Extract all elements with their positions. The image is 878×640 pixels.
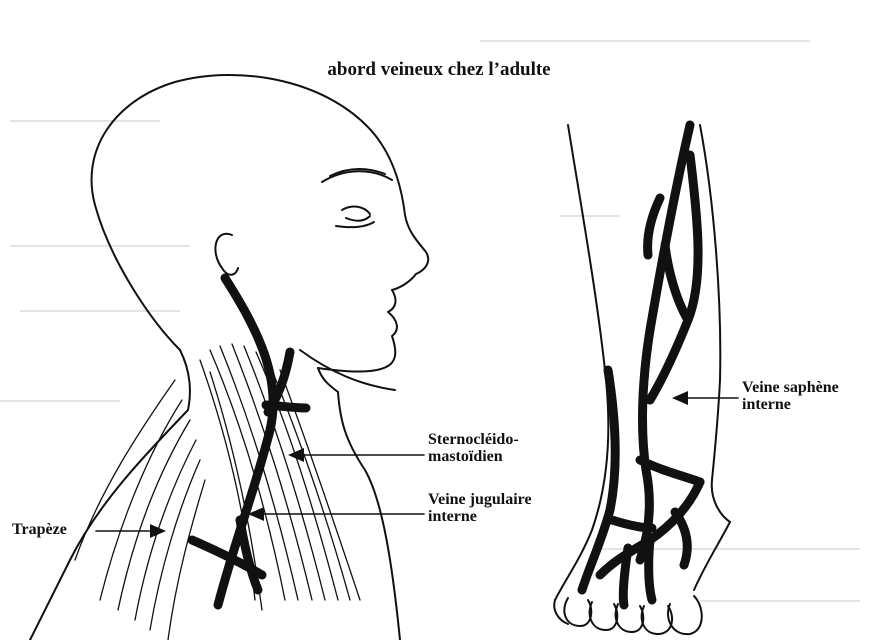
neck-arrowheads bbox=[150, 448, 304, 538]
neck-and-shoulder bbox=[30, 350, 400, 640]
ear bbox=[215, 234, 238, 275]
label-great-saphenous-text: Veine saphène interne bbox=[742, 379, 839, 413]
label-internal-jugular-text: Veine jugulaire interne bbox=[428, 491, 532, 525]
trapezius-muscle bbox=[75, 380, 205, 640]
diagram-title: abord veineux chez l’adulte bbox=[0, 60, 878, 80]
great-saphenous-vein bbox=[582, 125, 700, 605]
eye-and-brow bbox=[322, 169, 392, 227]
label-internal-jugular: Veine jugulaire interne bbox=[428, 492, 532, 526]
internal-jugular-vein bbox=[192, 278, 306, 605]
label-sternocleidomastoid-text: Sternocléido- mastoïdien bbox=[428, 431, 519, 465]
label-trapezius: Trapèze bbox=[12, 522, 67, 539]
saphenous-arrowhead bbox=[672, 391, 688, 405]
label-great-saphenous: Veine saphène interne bbox=[742, 380, 839, 414]
toes bbox=[564, 596, 701, 634]
label-sternocleidomastoid: Sternocléido- mastoïdien bbox=[428, 432, 519, 466]
